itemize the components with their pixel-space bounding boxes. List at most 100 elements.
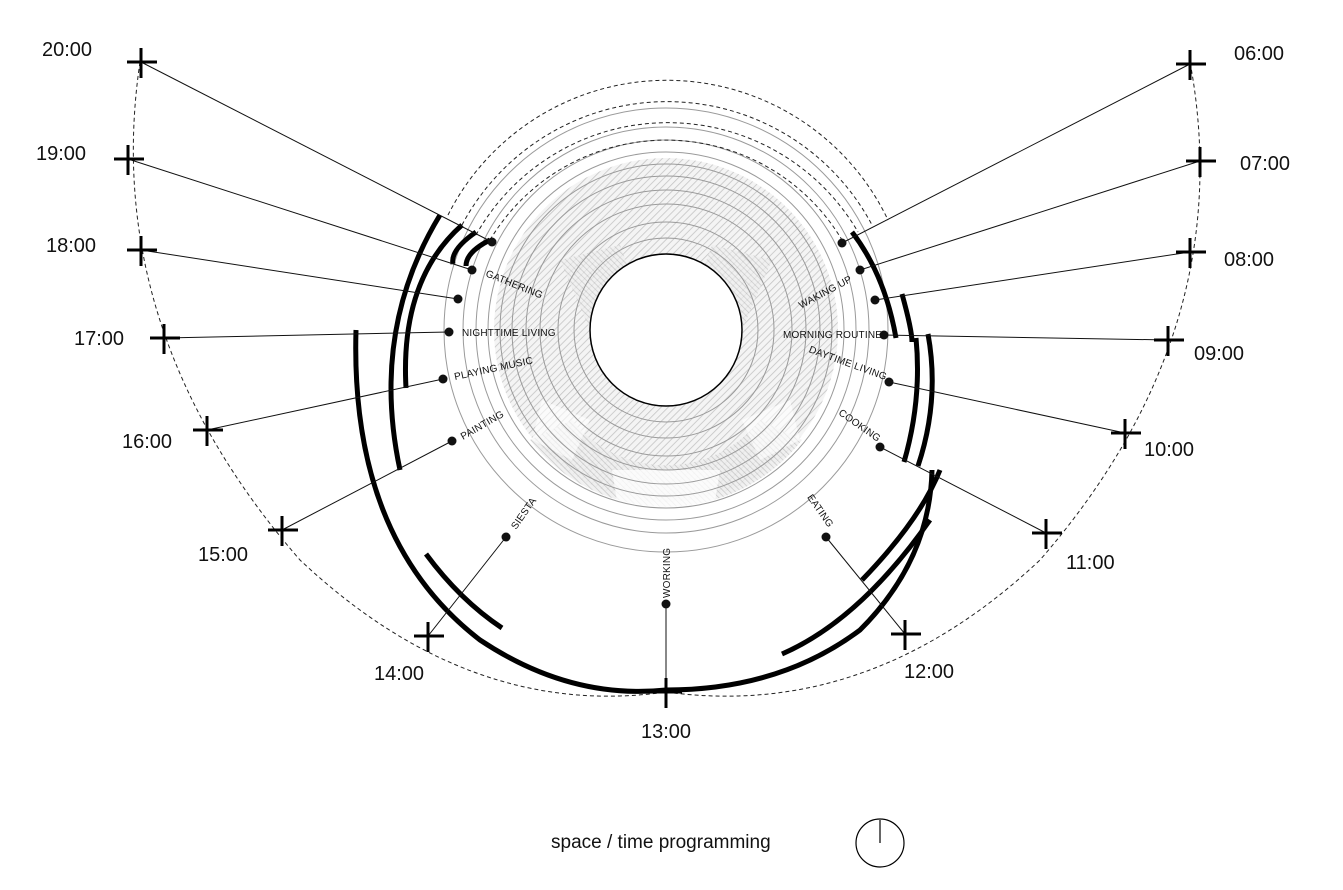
leader-line xyxy=(883,334,1169,341)
activity-dot xyxy=(453,294,463,304)
hour-marker-08 xyxy=(1176,238,1206,268)
dashed-arc xyxy=(489,139,843,241)
dashed-arc xyxy=(461,101,873,226)
activity-dot xyxy=(438,374,448,384)
activity-arc xyxy=(463,237,492,267)
ring xyxy=(557,221,775,439)
ring xyxy=(573,237,759,423)
leader-lines xyxy=(127,61,1201,692)
hour-marker-18 xyxy=(127,236,157,266)
activity-arc xyxy=(402,223,464,389)
leader-line xyxy=(140,61,493,243)
activity-arcs xyxy=(353,213,943,694)
ring xyxy=(487,151,845,509)
activity-arc xyxy=(781,518,933,657)
hour-label-13: 13:00 xyxy=(641,721,691,743)
hour-marker-09 xyxy=(1154,326,1184,356)
leader-line xyxy=(879,446,1047,534)
leader-line xyxy=(888,381,1126,434)
ring xyxy=(443,107,889,553)
hour-label-17: 17:00 xyxy=(74,328,124,350)
leader-line xyxy=(874,251,1191,301)
hour-labels: 06:00 07:00 08:00 09:00 10:00 11:00 12:0… xyxy=(36,39,1290,743)
dashed-arc xyxy=(475,122,859,236)
hour-marker-13 xyxy=(652,678,682,708)
hour-marker-15 xyxy=(268,516,298,546)
hatched-lower-band xyxy=(530,420,802,507)
activity-dot xyxy=(879,330,889,340)
activity-arc xyxy=(423,552,504,631)
activity-dot xyxy=(884,377,894,387)
hour-label-19: 19:00 xyxy=(36,143,86,165)
activity-arc xyxy=(450,229,478,265)
hour-label-11: 11:00 xyxy=(1066,552,1115,574)
activity-label-morning-routine: MORNING ROUTINE xyxy=(783,330,882,341)
activity-dot xyxy=(837,238,847,248)
dashed-arc xyxy=(447,79,889,221)
leader-line xyxy=(206,378,444,431)
leader-line xyxy=(127,158,473,271)
activity-arc xyxy=(388,213,443,471)
hour-label-09: 09:00 xyxy=(1194,343,1244,365)
white-gap-lower xyxy=(612,470,720,520)
center-disc xyxy=(589,253,743,407)
ring xyxy=(511,175,821,485)
activity-dot xyxy=(444,327,454,337)
leader-line xyxy=(281,440,453,531)
activity-arc xyxy=(899,293,915,343)
activity-arc xyxy=(850,230,899,339)
ring xyxy=(462,126,870,534)
hour-label-15: 15:00 xyxy=(198,544,248,566)
hour-label-10: 10:00 xyxy=(1144,439,1194,461)
activity-arc xyxy=(915,333,935,467)
clock-icon xyxy=(855,818,905,868)
hour-label-08: 08:00 xyxy=(1224,249,1274,271)
hour-marker-14 xyxy=(414,622,444,652)
leader-line xyxy=(859,160,1201,271)
activity-dot xyxy=(467,265,477,275)
leader-line xyxy=(140,249,459,300)
hour-marker-11 xyxy=(1032,519,1062,549)
hour-marker-19 xyxy=(114,145,144,175)
hour-label-06: 06:00 xyxy=(1234,43,1284,65)
caption: space / time programming xyxy=(551,832,771,853)
hour-marker-06 xyxy=(1176,50,1206,80)
dashed-arcs xyxy=(132,61,1201,697)
activity-dot xyxy=(870,295,880,305)
hour-label-20: 20:00 xyxy=(42,39,92,61)
hour-label-16: 16:00 xyxy=(122,431,172,453)
activity-dot xyxy=(661,599,671,609)
activity-dots xyxy=(438,237,894,609)
ring xyxy=(525,189,807,471)
activity-label-working: WORKING xyxy=(662,548,673,598)
activity-dot xyxy=(447,436,457,446)
hour-marker-10 xyxy=(1111,419,1141,449)
hour-marker-12 xyxy=(891,620,921,650)
activity-dot xyxy=(487,237,497,247)
leader-line xyxy=(825,536,906,635)
ring xyxy=(499,163,833,497)
leader-line xyxy=(427,536,507,637)
hour-markers xyxy=(114,48,1216,708)
activity-dot xyxy=(821,532,831,542)
hour-label-07: 07:00 xyxy=(1240,153,1290,175)
hour-label-14: 14:00 xyxy=(374,663,424,685)
activity-dot xyxy=(501,532,511,542)
activity-dot xyxy=(875,442,885,452)
activity-arc xyxy=(860,469,943,582)
activity-label-eating: EATING xyxy=(804,493,835,530)
hour-marker-07 xyxy=(1186,147,1216,177)
hour-label-18: 18:00 xyxy=(46,235,96,257)
hour-marker-17 xyxy=(150,324,180,354)
ring xyxy=(539,203,793,457)
leader-line xyxy=(163,331,450,339)
activity-arc xyxy=(901,337,920,463)
hour-label-12: 12:00 xyxy=(904,661,954,683)
activity-dot xyxy=(855,265,865,275)
hour-marker-16 xyxy=(193,416,223,446)
leader-line xyxy=(841,63,1191,244)
activity-label-nighttime-living: NIGHTTIME LIVING xyxy=(462,328,556,339)
hour-marker-20 xyxy=(127,48,157,78)
activity-arc xyxy=(353,329,935,694)
